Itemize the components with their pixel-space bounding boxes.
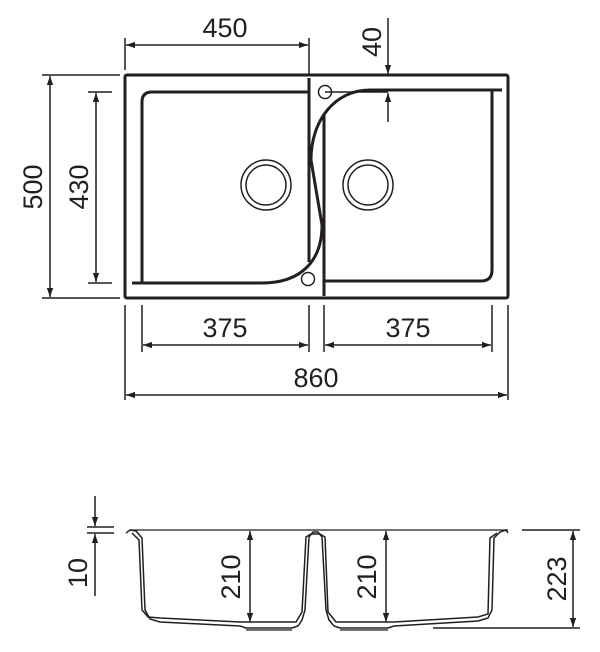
- dimension-210-left-label: 210: [216, 554, 246, 599]
- dimension-430-label: 430: [64, 164, 94, 209]
- dimension-375-left-label: 375: [202, 313, 247, 343]
- top-view: 450 40 500 430 375 375 860: [18, 13, 510, 400]
- sink-outline: [123, 73, 510, 300]
- right-bowl-edge: [324, 90, 494, 283]
- s-curve-edge: [132, 88, 502, 285]
- overflow-hole-icon: [300, 271, 316, 287]
- right-drain-icon: [342, 159, 394, 211]
- dimension-450-label: 450: [202, 13, 247, 43]
- dimension-10-label: 10: [63, 558, 93, 588]
- dimension-223-label: 223: [542, 556, 572, 601]
- dimension-210-right-label: 210: [352, 554, 382, 599]
- sink-profile-outer: [125, 529, 509, 629]
- dimension-40-label: 40: [357, 27, 387, 57]
- left-drain-icon: [240, 159, 292, 211]
- dimension-860-label: 860: [293, 363, 338, 393]
- dimension-500-label: 500: [18, 164, 48, 209]
- dimension-375-right-label: 375: [385, 313, 430, 343]
- side-view: 10 210 210 223: [63, 496, 580, 631]
- left-bowl-edge: [140, 90, 308, 283]
- sink-profile-inner: [131, 532, 498, 623]
